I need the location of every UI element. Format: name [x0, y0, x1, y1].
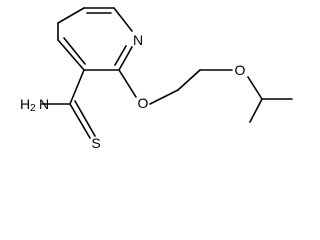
amine-h-label: H [20, 96, 30, 112]
bond-cthio-s [69, 103, 91, 139]
bond-ch2a-ch2b [177, 69, 201, 91]
bond-n1-c2 [118, 46, 133, 71]
pyridine-ring [57, 7, 133, 71]
ether-chain [118, 69, 293, 123]
bond-ch-me2 [249, 98, 263, 123]
amine-subscript-label: 2 [30, 103, 36, 114]
amine-n-label: N [39, 96, 49, 112]
ether-oxygen-2-label: O [235, 62, 246, 78]
bond-o1-ch2a [149, 89, 179, 105]
thione-sulfur-label: S [91, 135, 100, 150]
bond-c3-cthio [69, 69, 85, 105]
bond-n1-c2-inner [114, 45, 127, 66]
bond-cthio-s-double [74, 100, 96, 137]
bond-c2-o1 [118, 69, 137, 98]
bond-c3-c4 [57, 39, 85, 71]
ether-oxygen-1-label: O [138, 95, 149, 111]
bond-c5-c4 [57, 7, 85, 24]
bond-o2-ch [247, 76, 263, 100]
ring-nitrogen-label: N [133, 32, 143, 48]
bond-c4-inner [63, 37, 86, 65]
amine-label: H 2 N [20, 96, 49, 114]
chemical-structure-diagram: N O O S H 2 N [20, 7, 293, 150]
bond-c6-n1 [113, 7, 133, 32]
thioamide-group [41, 69, 96, 139]
